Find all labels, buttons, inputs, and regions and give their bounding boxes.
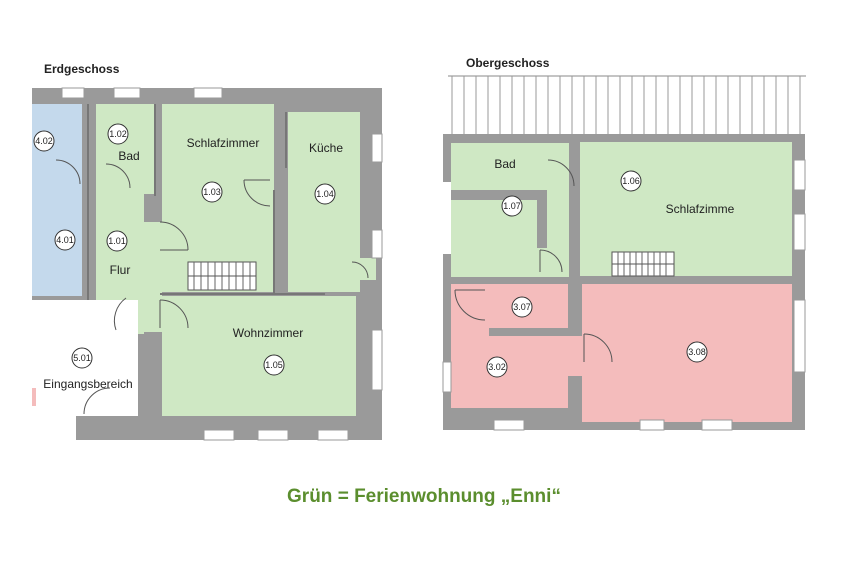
ground-floor-staircase <box>187 261 257 291</box>
bad-upper-window-notch <box>443 182 451 254</box>
room-number-1-06: 1.06 <box>622 176 640 186</box>
kitchen-window-nook <box>360 258 376 280</box>
room-name-schlafzimme-upper: Schlafzimme <box>666 202 735 216</box>
room-3-02-door-gap <box>568 336 582 376</box>
room-number-1-03: 1.03 <box>203 187 221 197</box>
room-name-bad-upper: Bad <box>494 157 515 171</box>
room-number-1-07: 1.07 <box>503 201 521 211</box>
room-3-02-left <box>451 284 489 408</box>
upper-floor-room-numbers: 1.07 1.06 3.07 3.02 3.08 <box>486 170 708 378</box>
ground-floor-windows <box>61 87 383 441</box>
room-number-1-01: 1.01 <box>108 236 126 246</box>
bad-upper-inner-wall-2 <box>537 190 547 248</box>
room-number-3-07: 3.07 <box>513 302 531 312</box>
room-name-flur: Flur <box>110 263 131 277</box>
upper-floor-staircase <box>611 251 675 277</box>
legend-text: Grün = Ferienwohnung „Enni“ <box>287 486 561 507</box>
room-number-4-02: 4.02 <box>35 136 53 146</box>
ground-floor-partitions <box>87 104 325 300</box>
room-1-02-area <box>96 104 154 194</box>
room-number-3-08: 3.08 <box>688 347 706 357</box>
ground-floor-room-names: Bad Flur Schlafzimmer Küche Wohnzimmer E… <box>43 136 343 391</box>
ground-floor-room-numbers: 4.02 4.01 1.02 1.01 1.03 1.04 1.05 5.01 <box>33 123 336 376</box>
room-1-05-area <box>162 296 356 416</box>
room-number-1-05: 1.05 <box>265 360 283 370</box>
room-name-bad-ground: Bad <box>118 149 139 163</box>
room-name-eingangsbereich: Eingangsbereich <box>43 377 132 391</box>
room-name-schlafzimmer-ground: Schlafzimmer <box>187 136 260 150</box>
room-name-kueche: Küche <box>309 141 343 155</box>
room-number-1-04: 1.04 <box>316 189 334 199</box>
upper-floor-doors <box>454 159 613 363</box>
entrance-opening <box>32 416 76 440</box>
wohnzimmer-entry <box>150 296 164 332</box>
ground-floor-title: Erdgeschoss <box>44 62 120 76</box>
room-number-1-02: 1.02 <box>109 129 127 139</box>
upper-floor-room-names: Bad Schlafzimme <box>494 157 734 216</box>
upper-floor-windows <box>442 159 806 431</box>
ground-floor-doors <box>55 159 369 415</box>
roof-hatching <box>448 75 806 134</box>
pink-marker <box>32 388 36 406</box>
room-number-4-01: 4.01 <box>56 235 74 245</box>
upper-floor-title: Obergeschoss <box>466 56 550 70</box>
bad-upper-inner-wall <box>451 190 537 200</box>
room-name-wohnzimmer: Wohnzimmer <box>233 326 303 340</box>
room-number-3-02: 3.02 <box>488 362 506 372</box>
room-number-5-01: 5.01 <box>73 353 91 363</box>
